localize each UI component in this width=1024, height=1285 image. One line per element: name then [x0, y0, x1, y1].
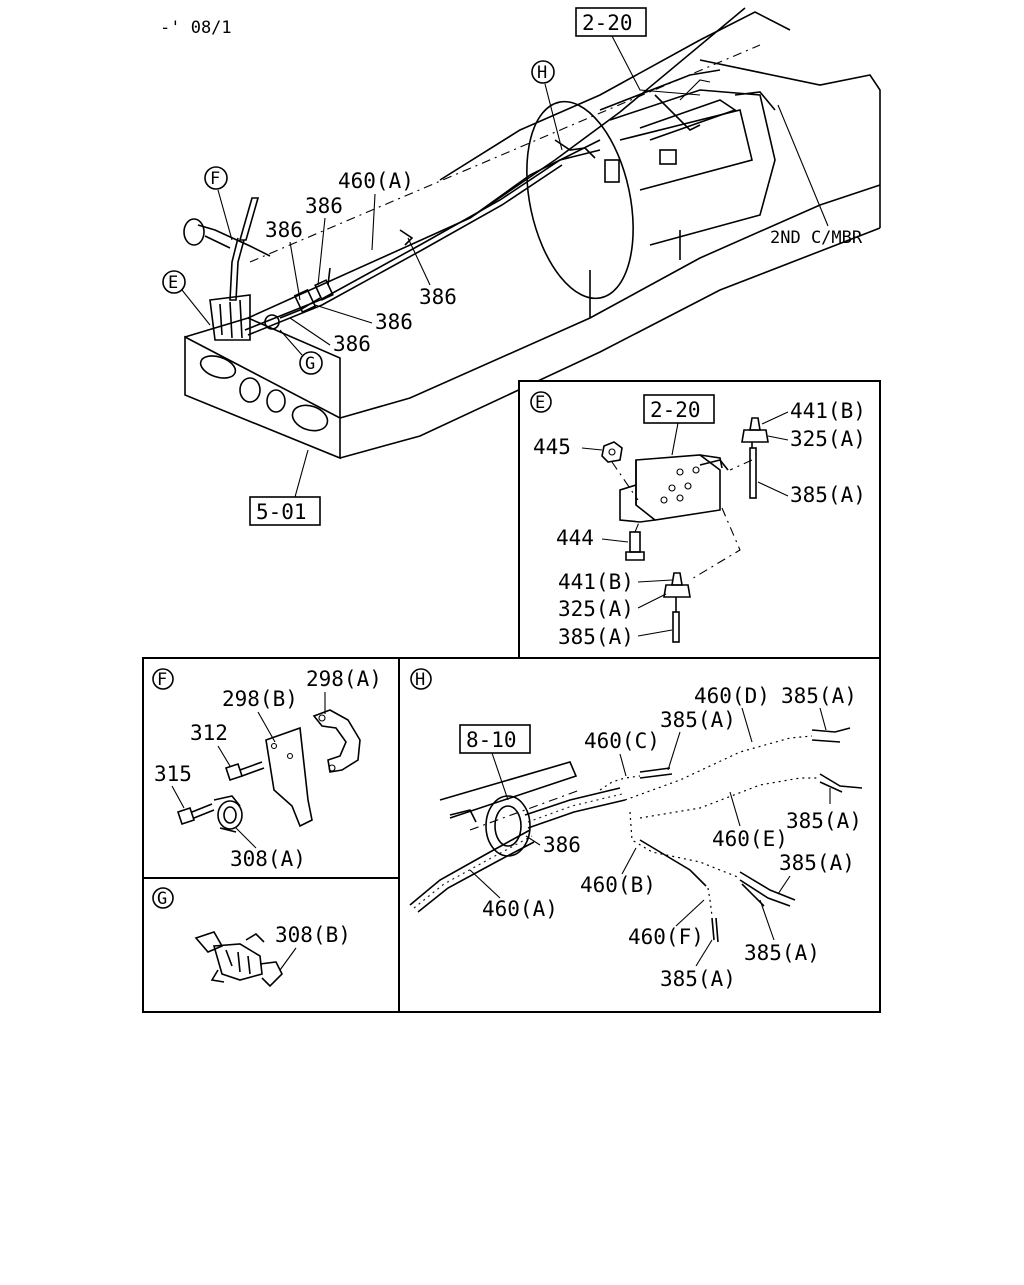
bolt-312 [224, 761, 265, 782]
panel-f-label-308a: 308(A) [230, 847, 306, 871]
panel-f-callout: F [157, 670, 167, 690]
harness-460d [624, 727, 851, 801]
detail-panel-h: H 8-10 [398, 657, 881, 1013]
panel-f-label-315: 315 [154, 762, 192, 786]
callout-g-circle [299, 351, 323, 375]
panel-h-label-386: 386 [543, 833, 581, 857]
mounting-bracket [619, 454, 729, 523]
callout-g: G [305, 354, 315, 374]
panel-h-label-460d: 460(D) [694, 684, 770, 708]
label-2nd-cmbr: 2ND C/MBR [770, 228, 863, 248]
panel-h-label-460f: 460(F) [628, 925, 704, 949]
panel-e-ref-box [643, 394, 715, 424]
panel-e-label-441b-bot: 441(B) [558, 570, 634, 594]
transmission-assembly [526, 69, 776, 300]
panel-h-label-385a-2: 385(A) [660, 708, 736, 732]
panel-h-label-460a: 460(A) [482, 897, 558, 921]
panel-e-callout: E [535, 393, 545, 413]
panel-h-label-460b: 460(B) [580, 873, 656, 897]
panel-h-label-460e: 460(E) [712, 827, 788, 851]
panel-f-label-312: 312 [190, 721, 228, 745]
panel-e-label-325a-bot: 325(A) [558, 597, 634, 621]
nut-445 [601, 441, 639, 501]
ref-5-01: 5-01 [256, 500, 307, 524]
label-386-2: 386 [265, 218, 303, 242]
harness-460e [639, 773, 863, 819]
detail-panel-f: F 298(A) 298(B) 312 315 [142, 657, 400, 879]
panel-h-label-385a-3: 385(A) [786, 809, 862, 833]
panel-e-label-445: 445 [533, 435, 571, 459]
label-386-5: 386 [333, 332, 371, 356]
panel-g-callout: G [157, 889, 167, 909]
ref-box-2-20 [575, 7, 647, 37]
panel-h-label-385a-5: 385(A) [744, 941, 820, 965]
callout-e: E [168, 273, 178, 293]
clamp-298a [312, 709, 361, 773]
panel-e-label-385a-bot: 385(A) [558, 625, 634, 649]
detail-panel-g: G 308(B) [142, 877, 400, 1013]
bracket-298b [265, 726, 313, 828]
panel-h-label-460c: 460(C) [584, 729, 660, 753]
panel-f-label-298a: 298(A) [306, 667, 382, 691]
harness-main-trunk [524, 787, 626, 829]
bolt-444 [625, 519, 645, 561]
callout-f-circle [204, 166, 228, 190]
callout-e-circle [162, 270, 186, 294]
panel-h-label-385a-4: 385(A) [779, 851, 855, 875]
connector-bottom [663, 572, 691, 643]
label-386-4: 386 [375, 310, 413, 334]
page-code: -' 08/1 [160, 18, 232, 38]
detail-panel-e: E 2-20 [518, 380, 881, 659]
label-386-3: 386 [419, 285, 457, 309]
panel-e-label-325a-top: 325(A) [790, 427, 866, 451]
panel-h-callout: H [415, 670, 425, 690]
callout-h: H [537, 63, 547, 83]
ref-box-5-01 [249, 496, 321, 526]
label-460a: 460(A) [338, 169, 414, 193]
clamp-308a [213, 795, 243, 833]
harness-460f [639, 839, 719, 943]
callout-f: F [210, 169, 220, 189]
panel-g-label-308b: 308(B) [275, 923, 351, 947]
panel-e-ref: 2-20 [650, 398, 701, 422]
panel-e-label-444: 444 [556, 526, 594, 550]
panel-h-label-385a-6: 385(A) [660, 967, 736, 991]
frame-rail [184, 7, 881, 460]
ref-2-20: 2-20 [582, 11, 633, 35]
harness-460c [599, 767, 673, 791]
panel-e-label-441b-top: 441(B) [790, 399, 866, 423]
panel-h-ref: 8-10 [466, 728, 517, 752]
clip-308b [194, 931, 283, 988]
panel-h-ref-box [459, 724, 531, 754]
label-386-1: 386 [305, 194, 343, 218]
harness-460a [409, 829, 535, 913]
bolt-315 [176, 803, 215, 826]
connector-top [741, 417, 769, 499]
main-assembly-view: 2-20 5-01 F E G H 460(A) 386 386 386 386… [162, 7, 881, 526]
callout-h-circle [531, 60, 555, 84]
panel-h-label-385a-1: 385(A) [781, 684, 857, 708]
shift-lever [183, 197, 414, 341]
panel-f-label-298b: 298(B) [222, 687, 298, 711]
panel-e-label-385a-top: 385(A) [790, 483, 866, 507]
